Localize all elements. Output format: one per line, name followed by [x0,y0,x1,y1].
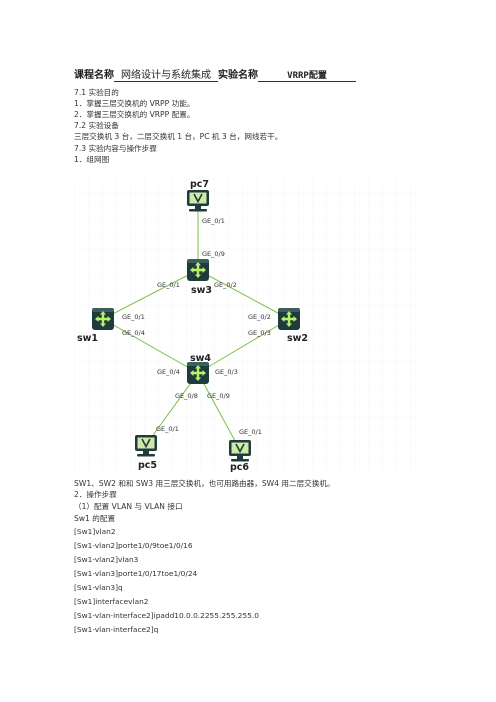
port-sw2-ge03: GE_0/3 [248,329,271,337]
link-sw3-sw1 [102,269,199,320]
port-sw4-ge09: GE_0/9 [207,392,230,400]
port-pc7-ge01: GE_0/1 [202,217,225,225]
device-sw3 [187,259,209,281]
steps-heading: 2．操作步骤 [74,490,117,499]
command-line: [Sw1-vlan3]porte1/0/17toe1/0/24 [74,569,198,578]
port-sw3-ge09: GE_0/9 [202,250,225,258]
section-7-2: 7.2 实验设备 [74,121,119,130]
pc5-label: pc5 [138,460,157,471]
port-sw4-ge08: GE_0/8 [175,392,198,400]
sw1-config-heading: Sw1 的配置 [74,514,116,523]
command-line: [Sw1-vlan2]porte1/0/9toe1/0/16 [74,541,193,550]
section-7-3: 7.3 实验内容与操作步骤 [74,144,157,153]
sw2-label: sw2 [287,333,308,344]
port-sw3-ge02: GE_0/2 [214,281,237,289]
port-pc5-ge01: GE_0/1 [156,425,179,433]
device-sw2 [278,308,300,330]
link-sw3-sw2 [197,269,290,320]
device-sw4 [187,362,209,384]
experiment-label: 实验名称 [218,70,258,81]
command-line: [Sw1-vlan-interface2]q [74,625,159,634]
port-pc6-ge01: GE_0/1 [239,428,262,436]
port-sw1-ge01: GE_0/1 [122,313,145,321]
command-line: [Sw1-vlan3]q [74,583,123,592]
link-sw4-pc6 [197,372,241,451]
sw3-label: sw3 [191,285,212,296]
command-line: [Sw1]interfacevlan2 [74,597,149,606]
pc6-label: pc6 [230,462,249,472]
port-sw1-ge04: GE_0/4 [122,329,145,337]
experiment-value: VRRP配置 [258,68,356,82]
course-value: 网络设计与系统集成 [114,66,218,82]
topology-svg: pc7 sw3 sw1 sw2 sw4 pc5 pc6 GE_0/1 GE_0/… [74,178,416,472]
port-sw4-ge04: GE_0/4 [157,368,180,376]
link-sw4-pc5 [145,372,199,446]
links [102,200,290,451]
device-note: SW1、SW2 和和 SW3 用三层交换机，也可用路由器，SW4 用二层交换机。 [74,479,335,488]
objective-1: 1．掌握三层交换机的 VRPP 功能。 [74,99,195,108]
port-sw2-ge02: GE_0/2 [248,313,271,321]
command-line: [Sw1-vlan-interface2]ipadd10.0.0.2255.25… [74,611,259,620]
step-vlan-config: （1）配置 VLAN 与 VLAN 接口 [74,502,183,511]
link-sw1-sw4 [102,318,199,374]
objective-2: 2．掌握三层交换机的 VRPP 配置。 [74,110,195,119]
grid-background [74,178,416,472]
command-line: [Sw1-vlan2]vlan3 [74,555,139,564]
device-sw1 [92,308,114,330]
network-topology-diagram: pc7 sw3 sw1 sw2 sw4 pc5 pc6 GE_0/1 GE_0/… [74,178,416,472]
port-sw3-ge01: GE_0/1 [157,281,180,289]
command-line: [Sw1]vlan2 [74,527,116,536]
equipment-text: 三层交换机 3 台，二层交换机 1 台，PC 机 3 台，网线若干。 [74,132,283,141]
pc7-label: pc7 [190,179,209,190]
link-sw2-sw4 [197,318,290,374]
sw4-label: sw4 [190,353,211,364]
course-label: 课程名称 [74,70,114,81]
port-sw4-ge03: GE_0/3 [215,368,238,376]
topology-heading: 1．组网图 [74,155,110,164]
sw1-label: sw1 [77,333,98,344]
section-7-1: 7.1 实验目的 [74,88,119,97]
